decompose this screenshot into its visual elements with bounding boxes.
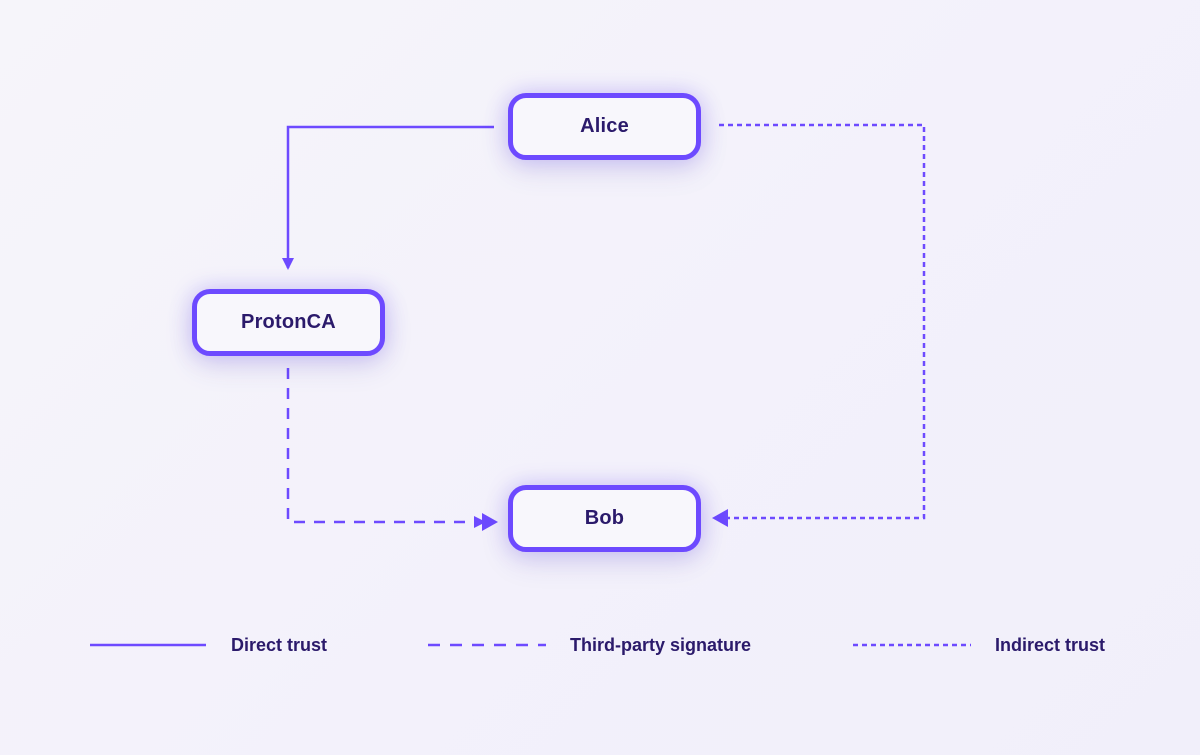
legend-indirect-trust-label: Indirect trust — [995, 635, 1106, 655]
node-protonca: ProtonCA — [192, 289, 385, 356]
node-alice: Alice — [508, 93, 701, 160]
edge-alice-protonca-direct — [282, 125, 494, 270]
node-bob: Bob — [508, 485, 701, 552]
edge-alice-bob-indirect — [719, 123, 926, 520]
node-bob-label: Bob — [584, 507, 625, 529]
edge-protonca-bob-third-party — [286, 368, 486, 528]
edge-protonca-bob-arrowhead — [482, 513, 498, 531]
node-protonca-label: ProtonCA — [241, 311, 336, 333]
legend-third-party-signature-label: Third-party signature — [570, 635, 752, 655]
legend-direct-trust-label: Direct trust — [231, 635, 328, 655]
node-alice-label: Alice — [580, 115, 629, 137]
edge-alice-bob-arrowhead — [712, 509, 728, 527]
